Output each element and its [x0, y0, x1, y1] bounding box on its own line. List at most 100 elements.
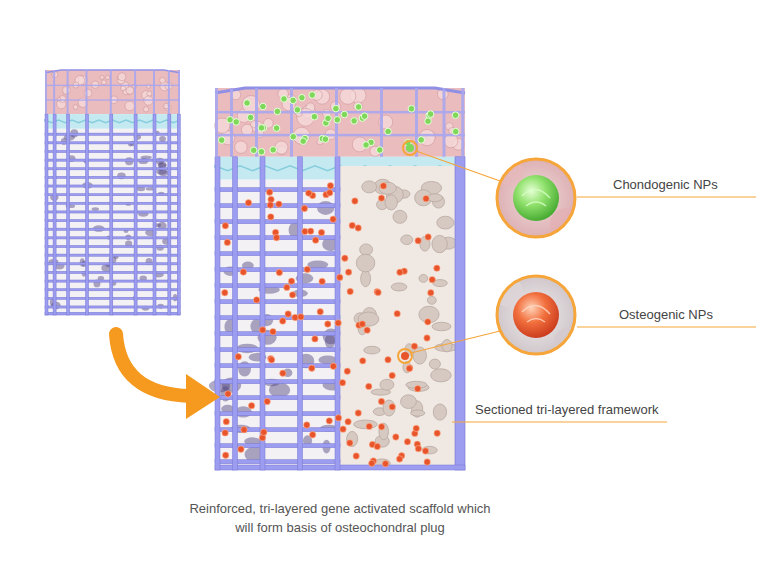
osteogenic-dot [327, 182, 333, 188]
cartilage-layer [215, 88, 465, 157]
osteogenic-dot [422, 448, 428, 454]
cage-post [443, 88, 446, 157]
cartilage-pore [143, 107, 148, 112]
osteogenic-dot [434, 265, 440, 271]
osteogenic-dot [330, 363, 336, 369]
zoom-blob [554, 328, 582, 356]
osteogenic-dot [401, 352, 409, 360]
chondrogenic-dot [355, 104, 362, 111]
cage-post [178, 70, 180, 114]
sectioned-scaffold [209, 87, 465, 470]
chondrogenic-dot [218, 137, 225, 144]
osteogenic-dot [394, 310, 400, 316]
osteogenic-dot [366, 423, 372, 429]
osteogenic-dot [429, 276, 435, 282]
bone-section-pore [401, 395, 417, 409]
chondrogenic-dot [273, 125, 280, 132]
callout-label: Sectioned tri-layered framework [475, 402, 659, 419]
cage-post [86, 70, 88, 114]
chondrogenic-dot [247, 114, 254, 121]
osteogenic-dot [337, 274, 343, 280]
bone-section-pore [360, 244, 373, 256]
cage-rim [45, 70, 180, 73]
osteogenic-dot [327, 190, 333, 196]
osteogenic-dot [423, 195, 429, 201]
bone-pore [98, 276, 104, 280]
chondrogenic-dot [322, 136, 329, 143]
figure-caption: Reinforced, tri-layered gene activated s… [180, 500, 500, 538]
bone-section-pore [419, 274, 428, 282]
cage-post [233, 157, 238, 470]
bone-section-pore [401, 235, 413, 245]
osteogenic-dot [268, 214, 274, 220]
bone-section-pore [429, 359, 440, 369]
cage-post [53, 70, 55, 114]
osteogenic-dot [411, 343, 417, 349]
chondrogenic-dot [311, 113, 318, 120]
bone-section-pore [391, 283, 407, 291]
bone-section-pore [379, 182, 396, 194]
leader-line [411, 331, 500, 353]
cage-post [177, 114, 180, 315]
zoom-callouts [411, 151, 756, 422]
bone-section-pore [393, 210, 407, 223]
osteogenic-dot [317, 309, 323, 315]
osteogenic-dot [267, 202, 273, 208]
cartilage-pore [102, 80, 107, 85]
osteogenic-dot [345, 269, 351, 275]
osteogenic-dot [349, 222, 355, 228]
osteogenic-dot [389, 404, 395, 410]
osteogenic-dot [340, 426, 346, 432]
cage-post [168, 70, 170, 114]
osteogenic-dot [380, 183, 386, 189]
chondrogenic-dot [427, 111, 434, 118]
osteogenic-dot [407, 365, 413, 371]
osteogenic-dot [302, 228, 308, 234]
osteogenic-dot [424, 335, 430, 341]
osteogenic-dot [307, 228, 313, 234]
osteogenic-dot [425, 234, 431, 240]
chondrogenic-dot [233, 119, 240, 126]
bone-pore [317, 201, 334, 215]
cage-post [215, 157, 220, 470]
bone-section-pore [364, 346, 380, 354]
osteogenic-dot [353, 453, 359, 459]
bone-section-pore [442, 339, 452, 351]
cage-post [255, 88, 258, 157]
cartilage-pore [235, 141, 248, 154]
osteogenic-particle [513, 292, 559, 338]
osteogenic-dot [304, 266, 310, 272]
chondrogenic-dot [244, 100, 251, 107]
cage-post [110, 70, 112, 114]
cartilage-pore [419, 129, 435, 145]
chondrogenic-dot [274, 108, 281, 115]
chondrogenic-dot [452, 112, 459, 119]
chondrogenic-dot [385, 128, 392, 135]
cartilage-pore [100, 75, 104, 79]
cartilage-pore [147, 91, 152, 96]
cage-post [260, 157, 265, 470]
osteogenic-dot [280, 318, 286, 324]
cage-post [67, 70, 69, 114]
osteogenic-dot [222, 430, 228, 436]
cage-post [153, 114, 156, 315]
osteogenic-dot [225, 391, 231, 397]
label-underline [577, 326, 756, 327]
cage-post [45, 70, 47, 114]
osteogenic-dot [298, 314, 304, 320]
cage-bar [215, 134, 465, 137]
osteogenic-dot [396, 456, 402, 462]
bone-pore [92, 207, 99, 211]
cartilage-pore [121, 86, 126, 91]
osteogenic-dot [374, 289, 380, 295]
cartilage-pore [84, 89, 92, 97]
bone-section-pore [356, 254, 374, 272]
osteogenic-dot [413, 425, 419, 431]
bone-section-pore [354, 420, 378, 429]
bone-section-pore [437, 216, 454, 229]
osteogenic-dot [238, 446, 244, 452]
particle-sheen [522, 305, 550, 322]
osteogenic-dot [342, 255, 348, 261]
chondrogenic-dot [281, 96, 288, 103]
osteogenic-dot [335, 320, 341, 326]
